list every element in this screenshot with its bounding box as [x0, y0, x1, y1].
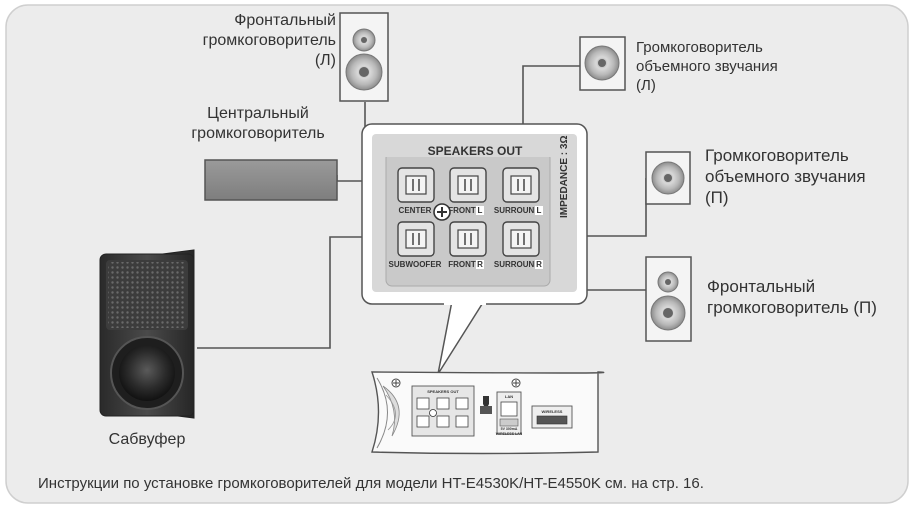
rear-speakers-out-label: SPEAKERS OUT: [427, 389, 459, 394]
terminal-label-surround-left: SURROUND: [494, 206, 540, 215]
terminal-side-front-left: L: [478, 206, 483, 215]
terminal-label-subwoofer: SUBWOOFER: [389, 260, 442, 269]
surround-right-label-line-2: объемного звучания: [705, 167, 866, 186]
surround-right-label-line-1: Громкоговоритель: [705, 146, 849, 165]
panel-title: SPEAKERS OUT: [428, 144, 523, 158]
main-unit-rear: SPEAKERS OUT LAN 5V 300mA WIRELESS LAN W…: [371, 371, 605, 455]
surround-right-label: Громкоговоритель объемного звучания (П): [705, 145, 895, 208]
surround-left-label-line-1: Громкоговоритель: [636, 39, 763, 56]
rear-wireless-label: WIRELESS: [542, 409, 563, 414]
terminal-label-center: CENTER: [399, 206, 432, 215]
terminal-label-front-left: FRONT: [448, 206, 476, 215]
terminal-label-front-right: FRONT: [448, 260, 476, 269]
front-left-speaker: [339, 12, 389, 102]
surround-left-label: Громкоговоритель объемного звучания (Л): [636, 38, 816, 95]
terminal-surround-right: [502, 221, 540, 257]
terminal-front-left: [449, 167, 487, 203]
front-right-label-line-1: Фронтальный: [707, 277, 816, 296]
terminal-subwoofer: [397, 221, 435, 257]
surround-left-label-line-2: объемного звучания: [636, 58, 778, 75]
screw-icon: [391, 378, 401, 388]
front-right-speaker: [645, 256, 692, 342]
center-label-line-1: Центральный: [207, 105, 309, 122]
terminal-side-surround-right: R: [536, 260, 542, 269]
subwoofer-label: Сабвуфер: [108, 431, 186, 448]
terminal-center: [397, 167, 435, 203]
center-label-line-2: громкоговоритель: [191, 125, 325, 142]
screw-icon: [511, 378, 521, 388]
subwoofer-speaker: [99, 249, 195, 419]
surround-left-speaker: [579, 36, 626, 91]
footer-note: Инструкции по установке громкоговорителе…: [38, 475, 704, 492]
plus-symbol: [433, 203, 451, 221]
center-speaker: [204, 159, 338, 201]
surround-right-speaker: [645, 151, 691, 205]
rear-lan-label: LAN: [505, 394, 513, 399]
terminal-side-surround-left: L: [537, 206, 542, 215]
terminal-label-surround-right: SURROUND: [494, 260, 540, 269]
terminal-front-right: [449, 221, 487, 257]
front-left-label-line-1: Фронтальный: [234, 12, 336, 29]
surround-left-label-line-3: (Л): [636, 77, 656, 94]
terminal-side-front-right: R: [477, 260, 483, 269]
center-label: Центральный громкоговоритель: [178, 104, 338, 144]
front-right-label: Фронтальный громкоговоритель (П): [707, 276, 907, 318]
front-right-label-line-2: громкоговоритель (П): [707, 298, 877, 317]
speakers-out-panel: SPEAKERS OUT IMPEDANCE : 3Ω: [361, 123, 588, 375]
rear-lan-spec: 5V 300mA: [501, 427, 518, 431]
terminal-surround-left: [502, 167, 540, 203]
surround-right-label-line-3: (П): [705, 188, 729, 207]
front-left-label-line-2: громкоговоритель (Л): [202, 32, 336, 69]
impedance-label: IMPEDANCE : 3Ω: [559, 136, 570, 218]
front-left-label: Фронтальный громкоговоритель (Л): [178, 11, 336, 71]
rear-wireless-lan-label: WIRELESS LAN: [496, 432, 523, 436]
